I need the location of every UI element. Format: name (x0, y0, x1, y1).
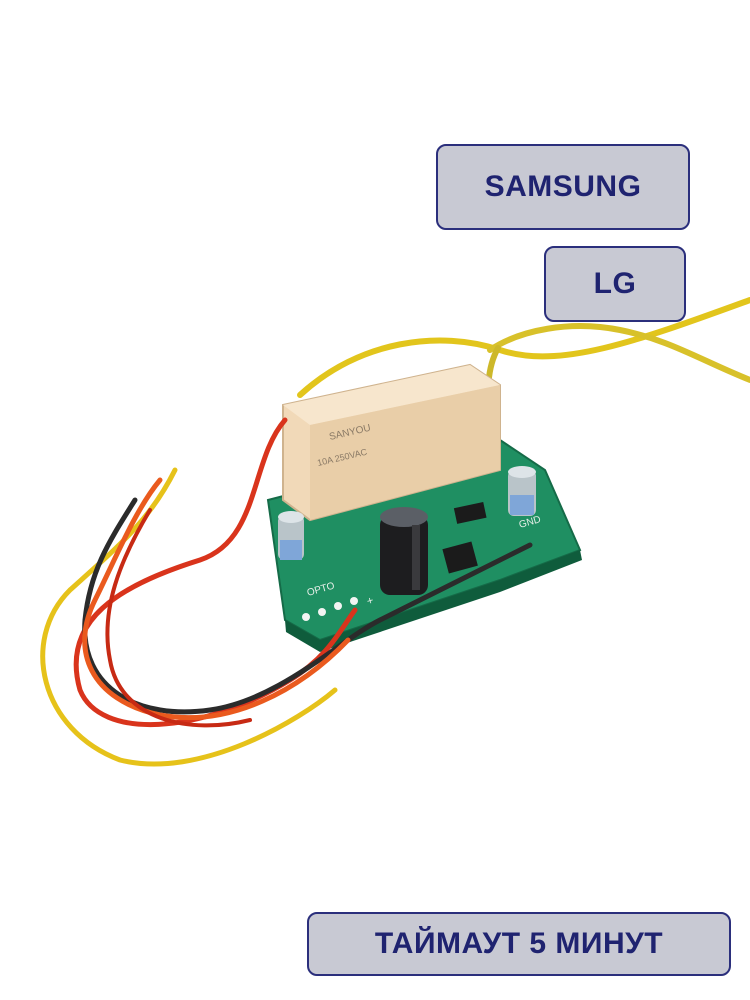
wire-red-left-2 (105, 508, 252, 728)
electrolytic-capacitor (380, 507, 428, 595)
wire-yellow-top-2 (487, 323, 750, 383)
wire-orange-left (82, 477, 351, 721)
brand-label-samsung: SAMSUNG (436, 144, 690, 230)
relay-component: SANYOU 10A 250VAC (282, 363, 501, 522)
pcb-pads (302, 597, 358, 621)
standoff-left (278, 511, 304, 560)
timeout-label-text: ТАЙМАУТ 5 МИНУТ (374, 927, 664, 960)
standoff-right (508, 466, 536, 516)
brand-label-samsung-text: SAMSUNG (484, 170, 642, 203)
transistor (442, 541, 478, 574)
smd-chip (453, 502, 487, 524)
brand-label-lg: LG (544, 246, 686, 322)
timeout-label: ТАЙМАУТ 5 МИНУТ (307, 912, 731, 976)
pcb-label-plus: + (366, 595, 375, 608)
brand-label-lg-text: LG (593, 267, 637, 300)
wire-black-left (82, 497, 533, 715)
